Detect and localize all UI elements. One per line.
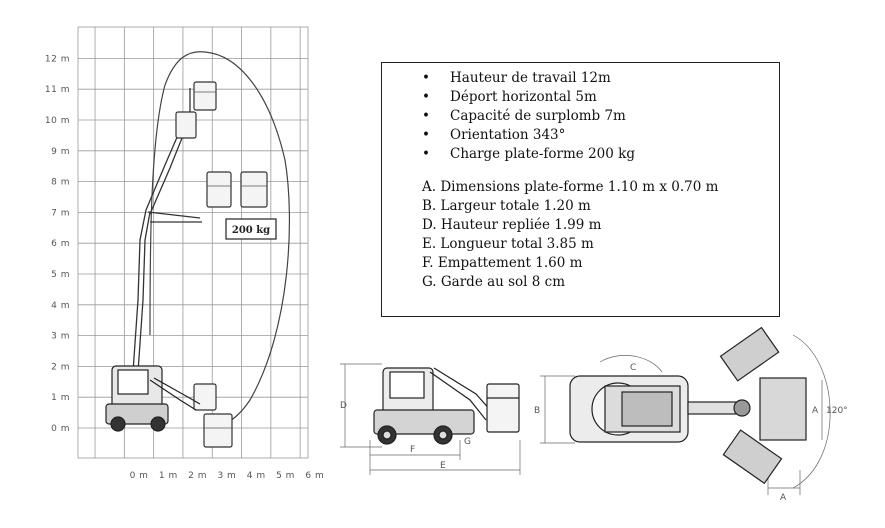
spec-dim-g: G. Garde au sol 8 cm	[422, 274, 566, 290]
spec-bullet-working-height: Hauteur de travail 12m	[422, 69, 767, 88]
y-tick-label: 6 m	[51, 239, 70, 249]
dim-label-f: F	[410, 445, 415, 455]
x-tick-label: 1 m	[159, 471, 178, 481]
load-label-box	[225, 218, 277, 240]
spec-bullet-overhang: Capacité de surplomb 7m	[422, 107, 767, 126]
y-tick-label: 7 m	[51, 208, 70, 218]
top-view-dim-lines	[540, 334, 831, 495]
spec-box: Hauteur de travail 12m Déport horizontal…	[381, 62, 780, 317]
y-tick-label: 8 m	[51, 178, 70, 188]
spec-bullet-platform-load: Charge plate-forme 200 kg	[422, 145, 767, 164]
dim-label-g: G	[464, 437, 471, 447]
y-tick-label: 10 m	[45, 116, 70, 126]
reach-machine-body	[105, 365, 201, 432]
basket-rails	[194, 91, 267, 429]
dim-label-c: C	[630, 363, 636, 373]
y-tick-label: 9 m	[51, 147, 70, 157]
dim-label-a-bottom: A	[780, 493, 787, 503]
x-tick-label: 6 m	[305, 471, 324, 481]
x-tick-label: 0 m	[130, 471, 149, 481]
spec-bullet-horizontal-reach: Déport horizontal 5m	[422, 88, 767, 107]
spec-dim-e: E. Longueur total 3.85 m	[422, 236, 594, 252]
basket-positions	[175, 81, 268, 448]
reach-envelope-curve	[149, 51, 290, 426]
y-tick-label: 5 m	[51, 270, 70, 280]
side-view: D F E G	[340, 363, 521, 475]
x-tick-label: 2 m	[188, 471, 207, 481]
reach-chart-x-ticks: 0 m 1 m 2 m 3 m 4 m 5 m 6 m	[130, 471, 324, 481]
load-label: 200 kg	[232, 225, 270, 236]
y-tick-label: 0 m	[51, 424, 70, 434]
y-tick-label: 12 m	[45, 54, 70, 64]
spec-dimension-list: A. Dimensions plate-forme 1.10 m x 0.70 …	[422, 178, 767, 292]
x-tick-label: 3 m	[217, 471, 236, 481]
spec-bullet-rotation: Orientation 343°	[422, 126, 767, 145]
reach-chart-y-ticks: 0 m 1 m 2 m 3 m 4 m 5 m 6 m 7 m 8 m 9 m 10 m 11 m 12…	[45, 54, 70, 434]
dim-label-d: D	[340, 401, 347, 411]
y-tick-label: 4 m	[51, 301, 70, 311]
dim-label-b: B	[534, 406, 540, 416]
boom-arm	[132, 88, 202, 373]
y-tick-label: 1 m	[51, 393, 70, 403]
dim-label-a-right: A	[812, 406, 819, 416]
y-tick-label: 3 m	[51, 332, 70, 342]
y-tick-label: 11 m	[45, 85, 70, 95]
top-view-machine	[569, 326, 807, 485]
spec-dim-f: F. Empattement 1.60 m	[422, 255, 583, 271]
spec-dim-a: A. Dimensions plate-forme 1.10 m x 0.70 …	[422, 179, 719, 195]
side-view-dim-lines	[340, 363, 521, 475]
x-tick-label: 4 m	[247, 471, 266, 481]
top-view: C B A A 120°	[534, 326, 848, 503]
dim-label-e: E	[440, 461, 446, 471]
y-tick-label: 2 m	[51, 362, 70, 372]
angle-label: 120°	[826, 406, 848, 416]
spec-dim-d: D. Hauteur repliée 1.99 m	[422, 217, 602, 233]
x-tick-label: 5 m	[276, 471, 295, 481]
side-view-machine	[373, 367, 520, 445]
spec-dim-b: B. Largeur totale 1.20 m	[422, 198, 591, 214]
reach-chart-grid	[77, 26, 309, 459]
spec-bullet-list: Hauteur de travail 12m Déport horizontal…	[422, 69, 767, 164]
